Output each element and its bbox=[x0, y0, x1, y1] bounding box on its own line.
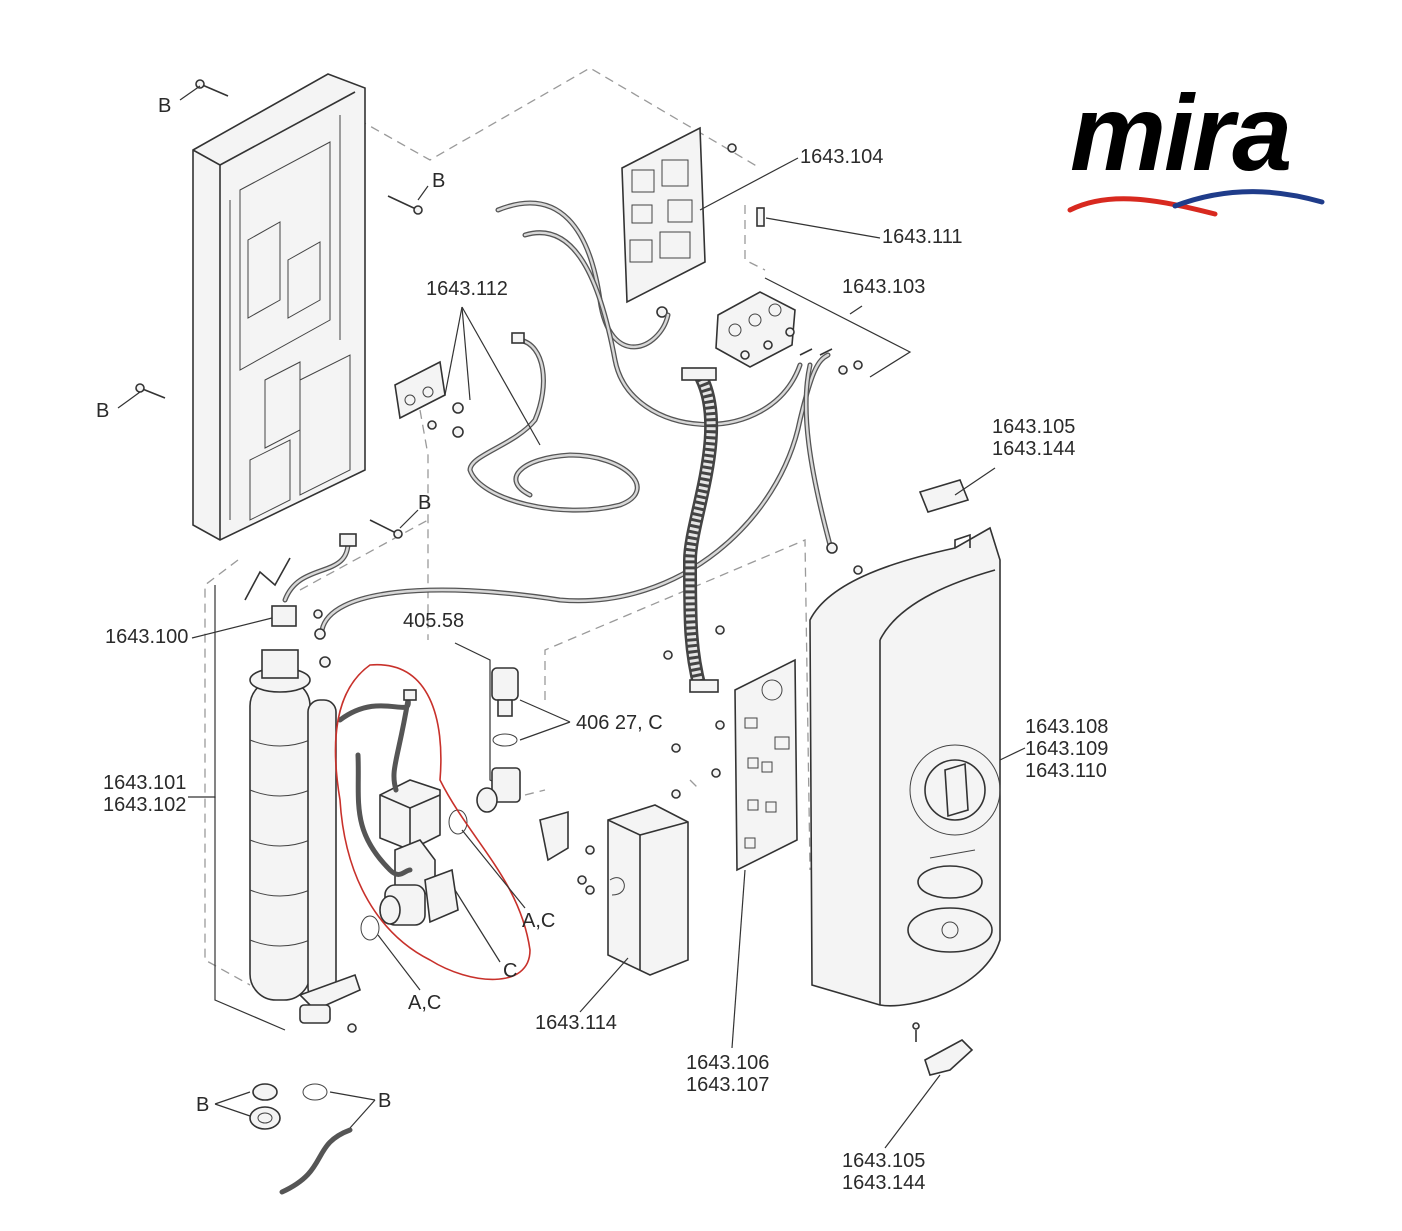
label-1643-106: 1643.106 1643.107 bbox=[686, 1052, 769, 1096]
earth-cables bbox=[313, 200, 863, 640]
inlet-fittings bbox=[454, 642, 595, 862]
valve-highlight-outline bbox=[334, 664, 531, 981]
label-line: 1643.102 bbox=[103, 794, 187, 816]
label-1643-114: 1643.114 bbox=[535, 1012, 617, 1034]
sensor-board bbox=[394, 360, 446, 430]
control-pcb bbox=[663, 625, 798, 1049]
terminal-block bbox=[715, 291, 863, 375]
label-ac-left: A,C bbox=[408, 992, 442, 1014]
label-1643-108: 1643.108 1643.109 1643.110 bbox=[1025, 716, 1108, 782]
label-line: 1643.144 bbox=[992, 438, 1076, 460]
heater-tank bbox=[249, 649, 361, 1033]
label-1643-111: 1643.111 bbox=[882, 226, 963, 248]
label-ac-right: A,C bbox=[522, 910, 556, 932]
label-405-58: 405.58 bbox=[403, 610, 465, 632]
label-406-27: 406 27, C bbox=[576, 712, 663, 734]
washer-left bbox=[360, 915, 380, 941]
label-b-upper: B bbox=[432, 170, 446, 192]
assembly-guide-lines bbox=[204, 67, 811, 986]
label-1643-104: 1643.104 bbox=[800, 146, 884, 168]
label-line: 1643.107 bbox=[686, 1074, 770, 1096]
label-line: 1643.105 bbox=[992, 416, 1076, 438]
mira-logo-waves bbox=[1067, 189, 1325, 217]
solenoid-valve bbox=[337, 689, 459, 926]
label-line: 1643.101 bbox=[103, 772, 187, 794]
label-1643-103: 1643.103 bbox=[842, 276, 926, 298]
label-line: 1643.109 bbox=[1025, 738, 1109, 760]
label-1643-100: 1643.100 bbox=[105, 626, 189, 648]
label-line: 1643.144 bbox=[842, 1172, 926, 1194]
label-line: 1643.108 bbox=[1025, 716, 1109, 738]
bottom-cap bbox=[884, 1039, 974, 1149]
label-line: 1643.110 bbox=[1025, 760, 1107, 782]
connector-clip bbox=[756, 207, 881, 239]
label-b-bottom-left: B bbox=[196, 1094, 210, 1116]
hose-coil bbox=[452, 332, 640, 513]
main-pcb bbox=[621, 126, 737, 318]
spare-seals-b bbox=[214, 1083, 376, 1195]
label-1643-112: 1643.112 bbox=[426, 278, 508, 300]
mira-logo: mira bbox=[1070, 72, 1292, 193]
label-c-valve: C bbox=[503, 960, 518, 982]
label-1643-105-bottom: 1643.105 1643.144 bbox=[842, 1150, 925, 1194]
label-line: 1643.105 bbox=[842, 1150, 926, 1172]
label-1643-101: 1643.101 1643.102 bbox=[103, 772, 186, 816]
cable-cover bbox=[577, 804, 689, 1013]
label-line: 1643.106 bbox=[686, 1052, 770, 1074]
front-cover bbox=[809, 526, 1026, 1042]
ribbon-cable bbox=[681, 367, 719, 693]
label-1643-105-top: 1643.105 1643.144 bbox=[992, 416, 1075, 460]
label-b-mid: B bbox=[418, 492, 432, 514]
label-b-top: B bbox=[158, 95, 172, 117]
thermal-cutout bbox=[244, 533, 357, 627]
back-plate bbox=[192, 73, 366, 541]
screw-set-b bbox=[135, 79, 423, 539]
label-b-left: B bbox=[96, 400, 110, 422]
label-b-bottom-right: B bbox=[378, 1090, 392, 1112]
top-cap bbox=[918, 467, 996, 513]
washer-right bbox=[448, 809, 468, 835]
